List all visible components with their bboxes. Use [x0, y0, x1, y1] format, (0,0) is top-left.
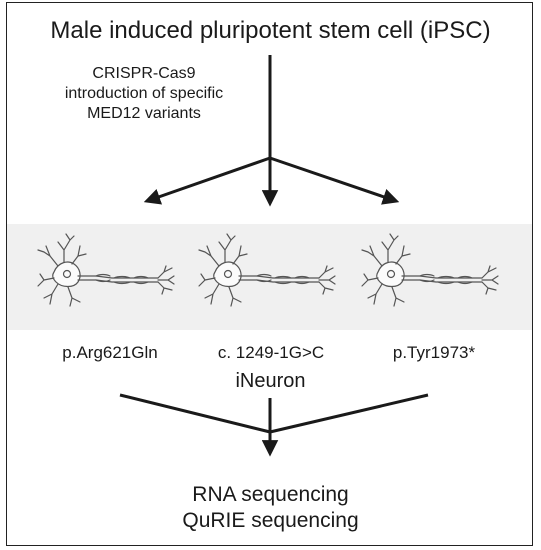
source-cell-title: Male induced pluripotent stem cell (iPSC… — [50, 17, 491, 44]
neuron-icon — [37, 233, 175, 307]
figure-frame — [6, 2, 533, 546]
merge-right — [269, 393, 429, 434]
variant-label: p.Arg621Gln — [62, 343, 158, 362]
variant-label: p.Tyr1973* — [392, 343, 476, 362]
cell-type-label: iNeuron — [235, 370, 306, 392]
method-line: introduction of specific — [64, 85, 224, 102]
merge-left — [119, 393, 271, 434]
outputs-text: RNA sequencing QuRIE sequencing — [0, 482, 541, 534]
variant-label: c. 1249-1G>C — [217, 343, 325, 362]
output-line: RNA sequencing — [192, 483, 349, 506]
arrow-left — [143, 156, 271, 205]
method-text: CRISPR-Cas9 introduction of specific MED… — [44, 64, 244, 124]
method-line: MED12 variants — [87, 105, 201, 122]
method-line: CRISPR-Cas9 — [92, 65, 196, 82]
arrow-right — [269, 156, 400, 205]
neuron-icon — [198, 233, 336, 307]
output-line: QuRIE sequencing — [182, 509, 359, 532]
neuron-icon — [361, 233, 499, 307]
